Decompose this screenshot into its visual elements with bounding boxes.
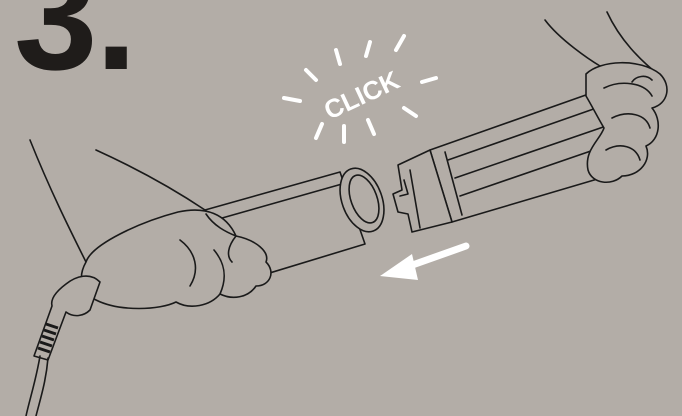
- cord-plug: [26, 276, 100, 416]
- click-label: CLICK: [319, 65, 404, 126]
- arrow-left-icon: [380, 246, 466, 280]
